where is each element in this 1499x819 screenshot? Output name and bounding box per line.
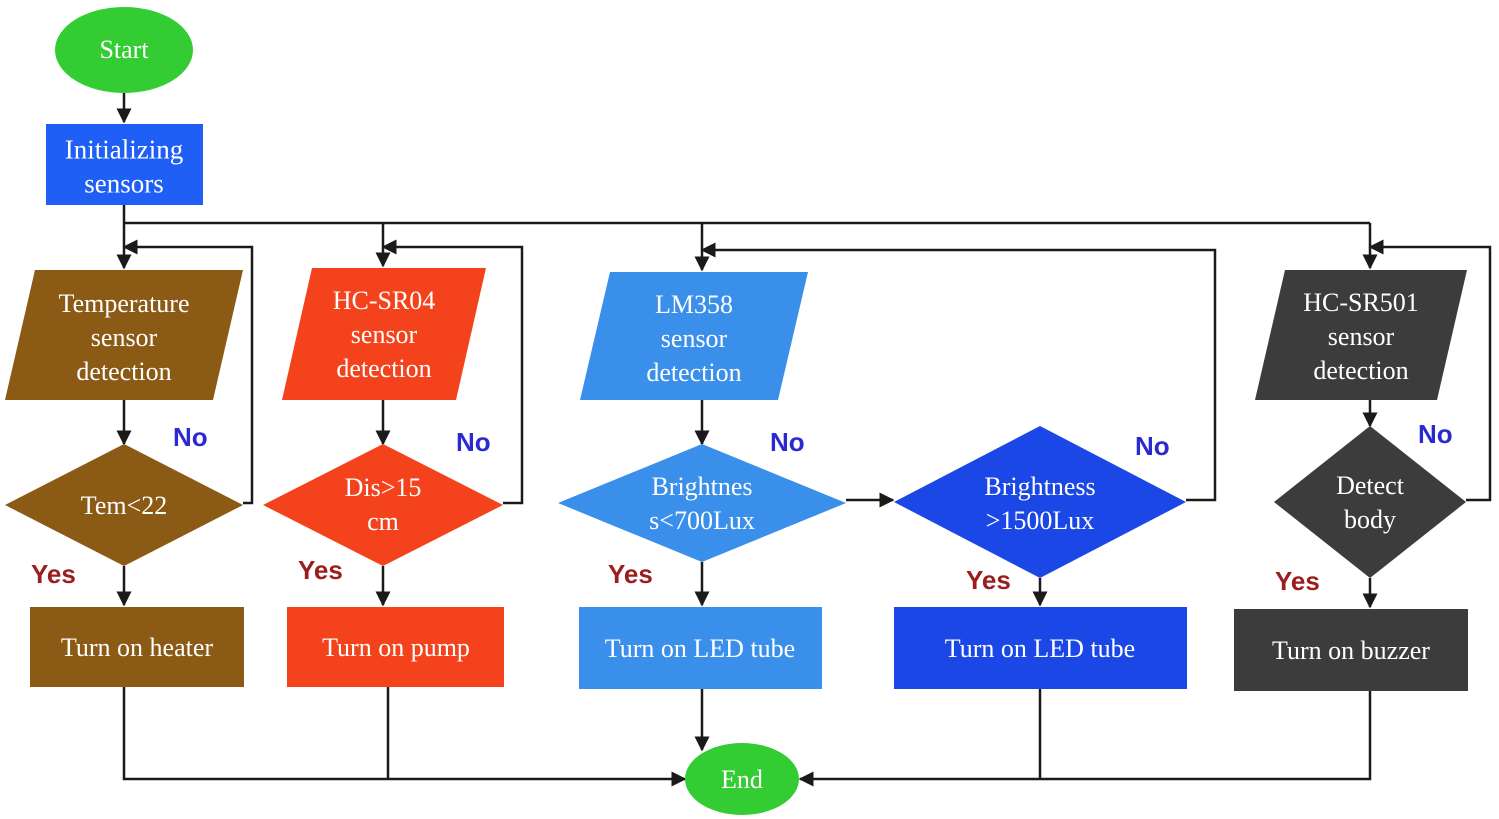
hcsr04-sensor-node: HC-SR04 sensor detection [282,268,486,400]
pump-label: Turn on pump [322,633,470,662]
led-low-node: Turn on LED tube [579,607,822,689]
lm358-sensor-label: LM358 sensor detection [646,290,741,387]
end-label: End [721,765,763,794]
no-label-detect-body: No [1418,419,1453,449]
buzzer-node: Turn on buzzer [1234,609,1468,691]
detect-body-condition-node: Detect body [1274,426,1466,578]
heater-node: Turn on heater [30,607,244,687]
yes-label-temperature: Yes [31,559,76,589]
temperature-sensor-label: Temperature sensor detection [59,289,190,386]
brightness-low-condition-node: Brightnes s<700Lux [558,444,846,562]
node-text-line: Turn on buzzer [1272,636,1430,665]
loop-temp [122,239,254,505]
led-high-node: Turn on LED tube [894,607,1187,689]
led-high-label: Turn on LED tube [945,634,1135,663]
node-text-line: HC-SR501 [1303,288,1419,317]
node-text-line: detection [76,357,171,386]
node-text-line: detection [646,358,741,387]
node-text-line: Brightnes [651,472,752,501]
node-text-line: s<700Lux [649,506,755,535]
no-label-hcsr04: No [456,427,491,457]
temperature-condition-node: Tem<22 [5,444,243,566]
hcsr04-condition-label: Dis>15 cm [345,473,422,536]
node-text-line: detection [1313,356,1408,385]
node-text-line: sensor [91,323,158,352]
yes-label-brightness-low: Yes [608,559,653,589]
start-label: Start [99,35,149,64]
lm358-sensor-node: LM358 sensor detection [580,272,808,400]
brightness-low-condition-label: Brightnes s<700Lux [649,472,755,535]
loop-hc501 [1368,239,1492,502]
end-node: End [685,743,799,815]
node-text-line: Brightness [984,472,1095,501]
yes-label-hcsr04: Yes [298,555,343,585]
node-text-line: Turn on heater [61,633,213,662]
yes-label-detect-body: Yes [1275,566,1320,596]
node-text-line: body [1344,505,1396,534]
node-text-line: Turn on pump [322,633,470,662]
node-text-line: Initializing [65,134,183,164]
no-label-brightness-high: No [1135,431,1170,461]
node-text-line: HC-SR04 [333,286,436,315]
hcsr501-sensor-node: HC-SR501 sensor detection [1255,270,1467,400]
temperature-sensor-node: Temperature sensor detection [5,270,243,400]
loop-lm [700,242,1217,502]
yes-label-brightness-high: Yes [966,565,1011,595]
node-text-line: detection [336,354,431,383]
node-text-line: sensor [661,324,728,353]
hcsr04-condition-node: Dis>15 cm [263,444,503,566]
no-label-temperature: No [173,422,208,452]
pump-node: Turn on pump [287,607,504,687]
branch-labels: No No No No No Yes Yes Yes Yes Yes [31,419,1453,596]
no-label-brightness-low: No [770,427,805,457]
node-text-line: Tem<22 [81,491,168,520]
node-text-line: LM358 [655,290,733,319]
temperature-condition-label: Tem<22 [81,491,168,520]
connectors [116,93,1492,787]
node-text-line: sensor [351,320,418,349]
node-text-line: Turn on LED tube [605,634,795,663]
node-text-line: Turn on LED tube [945,634,1135,663]
node-text-line: >1500Lux [986,506,1095,535]
edge-heater-end [122,687,687,787]
node-text-line: sensor [1328,322,1395,351]
heater-label: Turn on heater [61,633,213,662]
brightness-high-condition-node: Brightness >1500Lux [894,426,1186,578]
hcsr501-sensor-label: HC-SR501 sensor detection [1303,288,1419,385]
loop-hc04 [381,239,524,505]
edge-buzzer-end [798,691,1372,787]
brightness-high-condition-label: Brightness >1500Lux [984,472,1095,535]
init-label: Initializing sensors [65,134,183,198]
buzzer-label: Turn on buzzer [1272,636,1430,665]
node-text-line: cm [367,507,399,536]
start-node: Start [55,7,193,93]
detect-body-condition-label: Detect body [1336,471,1405,534]
node-text-line: Detect [1336,471,1405,500]
led-low-label: Turn on LED tube [605,634,795,663]
node-text-line: Temperature [59,289,190,318]
node-text-line: sensors [84,168,164,198]
node-text-line: Dis>15 [345,473,422,502]
init-node: Initializing sensors [46,124,203,205]
hcsr04-sensor-label: HC-SR04 sensor detection [333,286,436,383]
